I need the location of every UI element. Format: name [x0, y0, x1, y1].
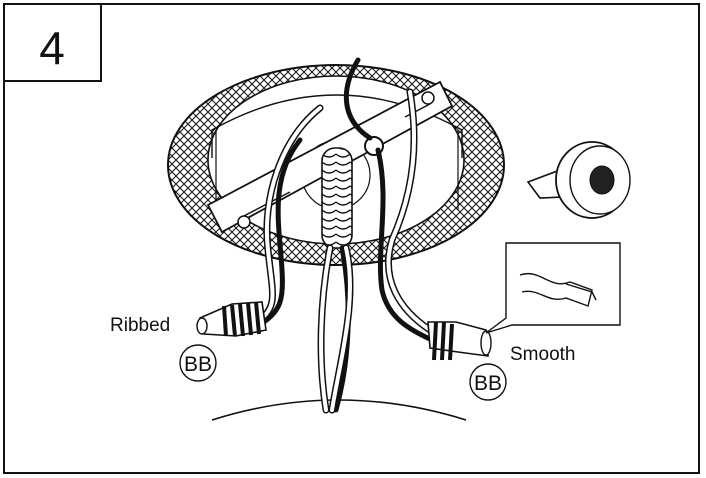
wire-nut-icon — [196, 301, 267, 337]
center-cord — [317, 147, 354, 414]
smooth-label: Smooth — [510, 344, 575, 365]
electrical-tape-icon — [526, 141, 631, 219]
ribbed-label: Ribbed — [110, 315, 170, 336]
supply-wires — [258, 57, 435, 343]
bracket-screw-left — [237, 215, 251, 229]
bracket-screw-right — [421, 91, 435, 105]
wire-twist-detail-icon — [485, 242, 621, 334]
part-badge-right: BB — [469, 363, 507, 401]
step-number: 4 — [39, 22, 65, 74]
part-badge-left-text: BB — [184, 353, 212, 376]
wire-nut-right-icon — [427, 321, 492, 361]
part-badge-right-text: BB — [474, 372, 502, 395]
part-badge-left: BB — [179, 344, 217, 382]
diagram-frame — [3, 3, 700, 474]
step-number-box: 4 — [3, 3, 102, 82]
